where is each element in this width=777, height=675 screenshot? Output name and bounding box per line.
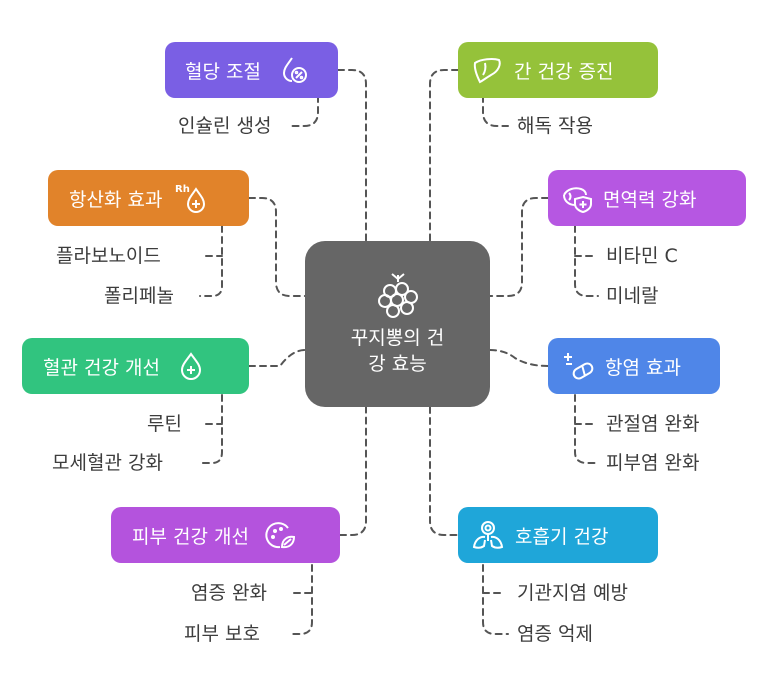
drop-percent-icon bbox=[277, 53, 311, 87]
node-antioxidant: 항산화 효과 Rh bbox=[48, 170, 249, 226]
node-blood-sugar-label: 혈당 조절 bbox=[185, 60, 261, 83]
svg-text:Rh: Rh bbox=[175, 184, 190, 195]
antioxidant-item-1: 플라보노이드 bbox=[56, 245, 161, 267]
anti-inflammatory-item-1: 관절염 완화 bbox=[606, 413, 700, 435]
center-title-line1: 꾸지뽕의 건 bbox=[350, 327, 445, 349]
immunity-item-1: 비타민 C bbox=[606, 245, 678, 267]
rh-drop-icon: Rh bbox=[174, 181, 208, 215]
liver-item-1: 해독 작용 bbox=[517, 115, 593, 137]
skin-item-2: 피부 보호 bbox=[184, 623, 260, 645]
organ-plus-icon bbox=[561, 181, 595, 215]
node-anti-inflammatory: 항염 효과 bbox=[548, 338, 720, 394]
node-vascular: 혈관 건강 개선 bbox=[22, 338, 249, 394]
face-leaf-icon bbox=[263, 518, 297, 552]
vascular-item-1: 루틴 bbox=[147, 413, 182, 435]
lungs-icon bbox=[471, 518, 505, 552]
skin-item-1: 염증 완화 bbox=[191, 582, 267, 604]
antioxidant-item-2: 폴리페놀 bbox=[104, 285, 174, 307]
vascular-item-2: 모세혈관 강화 bbox=[52, 452, 163, 474]
node-vascular-label: 혈관 건강 개선 bbox=[43, 356, 160, 379]
node-respiratory-label: 호흡기 건강 bbox=[515, 525, 609, 548]
node-anti-inflammatory-label: 항염 효과 bbox=[605, 356, 681, 379]
node-skin-label: 피부 건강 개선 bbox=[132, 525, 249, 548]
node-liver-label: 간 건강 증진 bbox=[514, 60, 614, 83]
center-topic: 꾸지뽕의 건 강 효능 bbox=[305, 241, 490, 407]
immunity-item-2: 미네랄 bbox=[606, 285, 659, 307]
node-skin: 피부 건강 개선 bbox=[111, 507, 340, 563]
blood-sugar-item-1: 인슐린 생성 bbox=[178, 115, 272, 137]
node-blood-sugar: 혈당 조절 bbox=[165, 42, 338, 98]
drop-plus-icon bbox=[174, 349, 208, 383]
berry-icon bbox=[373, 271, 423, 325]
center-title-line2: 강 효능 bbox=[368, 353, 427, 375]
anti-inflammatory-item-2: 피부염 완화 bbox=[606, 452, 700, 474]
respiratory-item-1: 기관지염 예방 bbox=[517, 582, 628, 604]
respiratory-item-2: 염증 억제 bbox=[517, 623, 593, 645]
pill-icon bbox=[561, 349, 595, 383]
node-antioxidant-label: 항산화 효과 bbox=[69, 188, 163, 211]
liver-icon bbox=[470, 53, 504, 87]
node-liver: 간 건강 증진 bbox=[458, 42, 658, 98]
node-immunity-label: 면역력 강화 bbox=[603, 188, 697, 211]
node-respiratory: 호흡기 건강 bbox=[458, 507, 658, 563]
node-immunity: 면역력 강화 bbox=[548, 170, 746, 226]
